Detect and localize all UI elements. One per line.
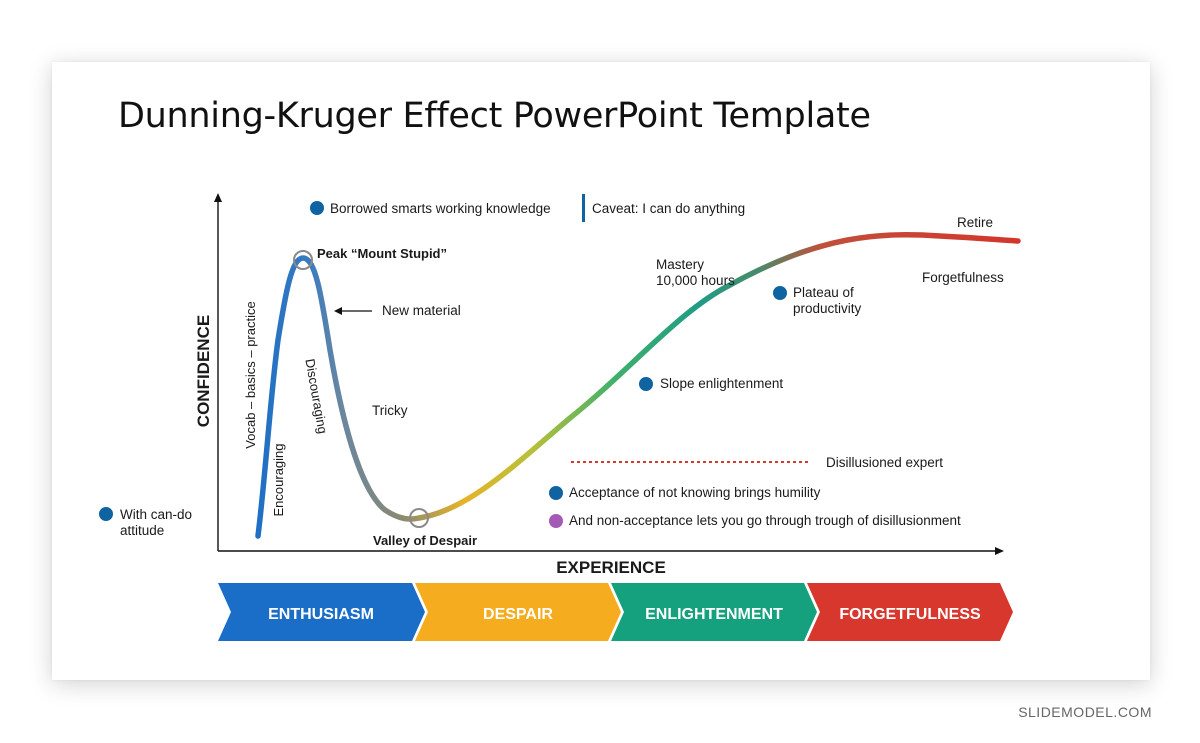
plateau-label-line1: Plateau of (793, 285, 854, 300)
valley-label: Valley of Despair (373, 533, 477, 548)
can-do-dot (99, 507, 113, 521)
phase-enlightenment-chevron (611, 583, 817, 641)
x-axis-arrow (995, 547, 1004, 555)
phase-enthusiasm-label: ENTHUSIASM (268, 606, 374, 623)
slope-dot (639, 377, 653, 391)
slide-title: Dunning-Kruger Effect PowerPoint Templat… (118, 96, 871, 136)
x-axis-label: EXPERIENCE (556, 558, 666, 577)
phase-enthusiasm-chevron (218, 583, 425, 641)
mastery-label-line1: Mastery (656, 257, 704, 272)
caveat-label: Caveat: I can do anything (592, 201, 745, 216)
peak-marker (293, 250, 313, 270)
phase-forgetfulness-label: FORGETFULNESS (839, 606, 981, 623)
phase-despair-label: DESPAIR (483, 606, 553, 623)
borrowed-dot (310, 201, 324, 215)
y-axis-arrow (214, 193, 222, 202)
forgetfulness-label: Forgetfulness (922, 270, 1004, 285)
phase-enlightenment-label: ENLIGHTENMENT (645, 606, 783, 623)
y-axis-label: CONFIDENCE (194, 315, 213, 427)
slope-label: Slope enlightenment (660, 376, 783, 391)
mastery-label-line2: 10,000 hours (656, 273, 735, 288)
retire-label: Retire (957, 215, 993, 230)
disillusioned-label: Disillusioned expert (826, 455, 943, 470)
acceptance-label: Acceptance of not knowing brings humilit… (569, 485, 821, 500)
non-acceptance-label: And non-acceptance lets you go through t… (569, 513, 961, 528)
phase-bar: ENTHUSIASM DESPAIR ENLIGHTENMENT FORGETF… (218, 583, 1013, 641)
encouraging-label: Encouraging (271, 444, 286, 517)
tricky-label: Tricky (372, 403, 408, 418)
vocab-label: Vocab – basics – practice (243, 301, 258, 448)
plateau-label-line2: productivity (793, 301, 862, 316)
valley-marker (409, 508, 429, 528)
caveat-bar (582, 194, 585, 222)
new-material-arrowhead (334, 307, 342, 315)
phase-despair-chevron (415, 583, 621, 641)
peak-label: Peak “Mount Stupid” (317, 246, 447, 261)
can-do-label-line1: With can-do (120, 507, 192, 522)
non-acceptance-dot (549, 514, 563, 528)
discouraging-label: Discouraging (302, 358, 330, 435)
acceptance-dot (549, 486, 563, 500)
new-material-label: New material (382, 303, 461, 318)
watermark: SLIDEMODEL.COM (1018, 704, 1152, 720)
slide-canvas (52, 62, 1150, 680)
can-do-label-line2: attitude (120, 523, 164, 538)
plateau-dot (773, 286, 787, 300)
phase-forgetfulness-chevron (807, 583, 1013, 641)
borrowed-label: Borrowed smarts working knowledge (330, 201, 551, 216)
